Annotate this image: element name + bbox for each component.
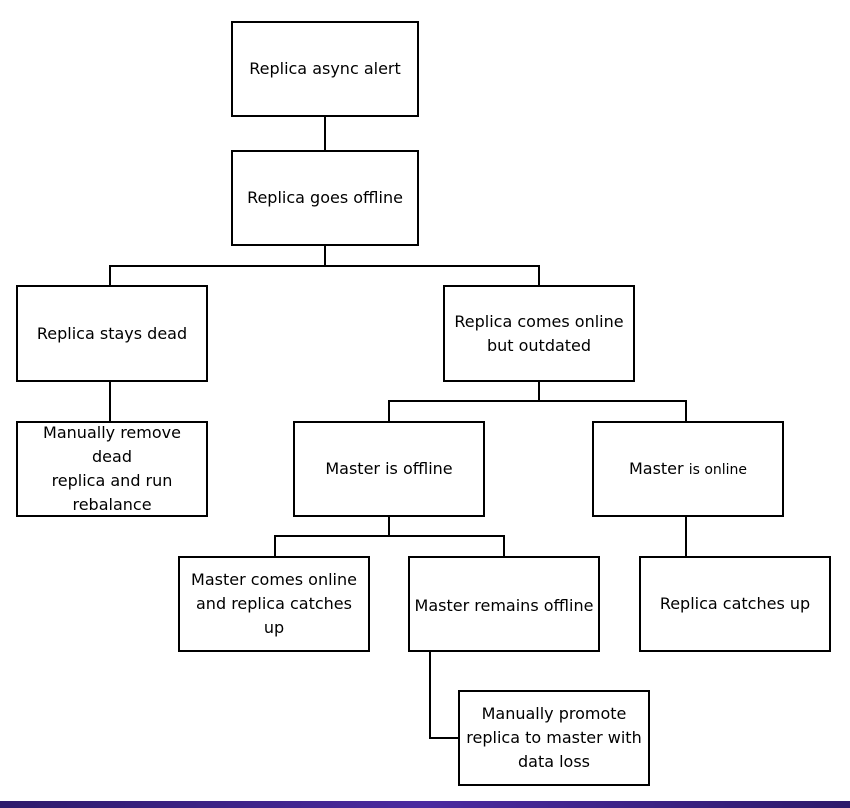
node-label: Replica catches up	[659, 594, 811, 613]
node-replica-async-alert: Replica async alert	[231, 21, 419, 117]
node-label: Replica comes online but outdated	[454, 311, 624, 355]
edge-master-offline-branch	[274, 516, 390, 556]
node-label: Replica async alert	[249, 59, 401, 78]
node-label: Replica goes offline	[247, 188, 403, 207]
node-manually-promote-replica: Manually promote replica to master with …	[458, 690, 650, 786]
edge-remains-promote	[429, 651, 458, 739]
node-master-remains-offline: Master remains offline	[408, 556, 600, 652]
node-replica-goes-offline: Replica goes offline	[231, 150, 419, 246]
node-label: Master remains offline	[414, 596, 594, 615]
node-replica-catches-up: Replica catches up	[639, 556, 831, 652]
node-master-comes-online-replica-catches-up: Master comes online and replica catches …	[178, 556, 370, 652]
node-label: Manually promote replica to master with …	[466, 704, 642, 771]
node-replica-comes-online-outdated: Replica comes online but outdated	[443, 285, 635, 382]
bottom-accent-bar	[0, 801, 850, 808]
node-master-is-online: Master is online	[592, 421, 784, 517]
node-replica-stays-dead: Replica stays dead	[16, 285, 208, 382]
node-label-prefix: Master	[628, 458, 689, 478]
node-label: Replica stays dead	[36, 323, 188, 343]
edge-outdated-master-offline	[388, 381, 540, 421]
edge-offline-branch	[109, 246, 326, 286]
node-label: Master is online	[629, 457, 747, 482]
edge-offline-outdated	[325, 265, 540, 286]
node-manually-remove-dead-replica: Manually remove dead replica and run reb…	[16, 421, 208, 517]
node-label: Master comes online and replica catches …	[191, 570, 357, 637]
node-label: Manually remove dead replica and run reb…	[43, 423, 181, 514]
node-label-suffix: is online	[688, 461, 748, 478]
node-master-is-offline: Master is offline	[293, 421, 485, 517]
edge-outdated-master-online	[539, 400, 687, 421]
edge-master-offline-remains	[389, 535, 505, 556]
node-label: Master is offline	[325, 459, 453, 478]
